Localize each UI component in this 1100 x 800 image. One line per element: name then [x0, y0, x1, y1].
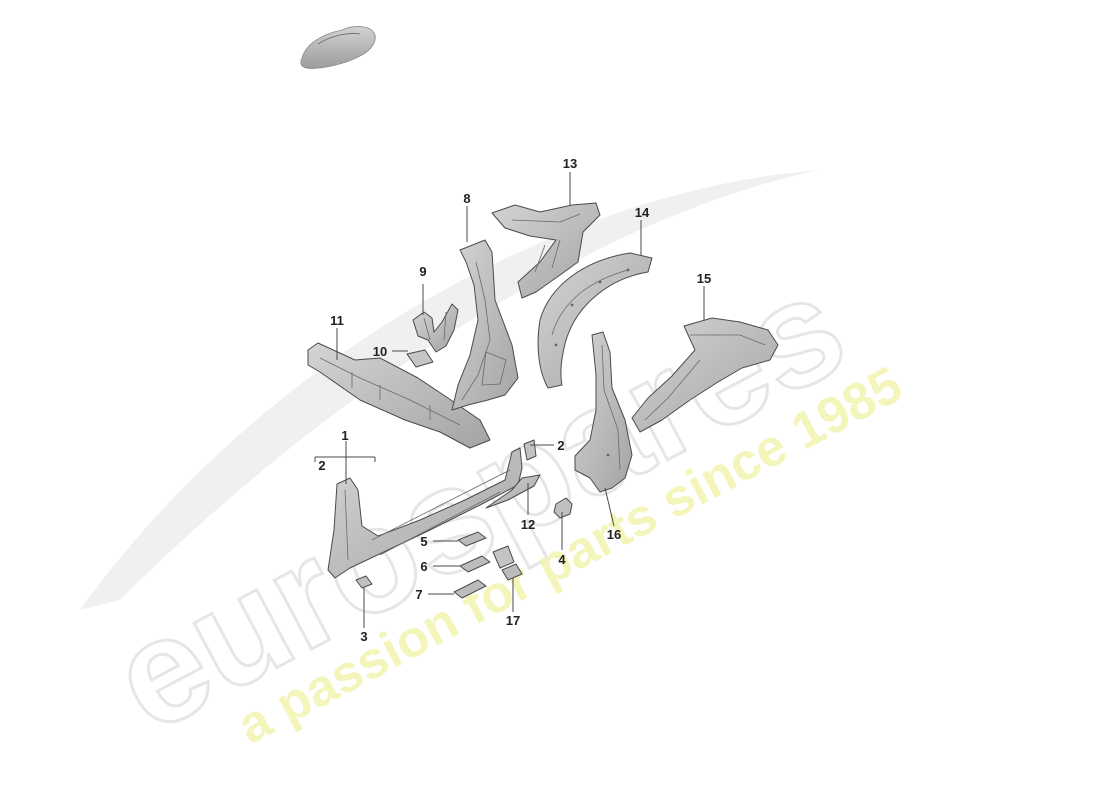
- watermark-swoosh: [80, 170, 820, 610]
- callout-2-right: 2: [557, 438, 564, 453]
- part-12-gusset: [485, 474, 541, 509]
- callout-12: 12: [521, 517, 535, 532]
- callout-15: 15: [697, 271, 711, 286]
- part-16-pillar-panel: [574, 331, 633, 493]
- callout-5: 5: [420, 534, 427, 549]
- part-13-side-member: [491, 202, 601, 299]
- part-6-plate: [459, 555, 491, 573]
- part-10-bracket: [406, 349, 434, 368]
- watermark: eurospares a passion for parts since 198…: [80, 170, 911, 765]
- part-15-rear-side: [631, 317, 779, 433]
- callout-13: 13: [563, 156, 577, 171]
- callout-16: 16: [607, 527, 621, 542]
- part-3-clip: [355, 575, 373, 589]
- callout-11: 11: [330, 313, 344, 328]
- callout-4: 4: [558, 552, 566, 567]
- callout-labels: 13 8 14 9 15 11 10 1 2 2 12 4 16 5 6 7 1…: [318, 156, 711, 644]
- callout-17: 17: [506, 613, 520, 628]
- callout-7: 7: [415, 587, 422, 602]
- part-11-cross-member: [307, 342, 491, 449]
- leader-lines: [314, 172, 705, 628]
- callout-6: 6: [420, 559, 427, 574]
- part-9-bracket: [412, 303, 459, 353]
- part-7-plate: [453, 579, 487, 599]
- part-14-wheel-arch: [537, 252, 653, 389]
- callout-8: 8: [463, 191, 470, 206]
- callout-3: 3: [360, 629, 367, 644]
- part-1-side-sill: [327, 447, 523, 579]
- callout-2-left: 2: [318, 458, 325, 473]
- part-5-plate: [457, 531, 487, 547]
- part-4-block: [553, 497, 573, 519]
- part-8-pillar-inner: [451, 239, 519, 411]
- car-thumbnail-icon: [300, 26, 376, 69]
- callout-14: 14: [635, 205, 650, 220]
- callout-10: 10: [373, 344, 387, 359]
- callout-1: 1: [341, 428, 348, 443]
- part-17-bracket: [492, 545, 523, 581]
- callout-9: 9: [419, 264, 426, 279]
